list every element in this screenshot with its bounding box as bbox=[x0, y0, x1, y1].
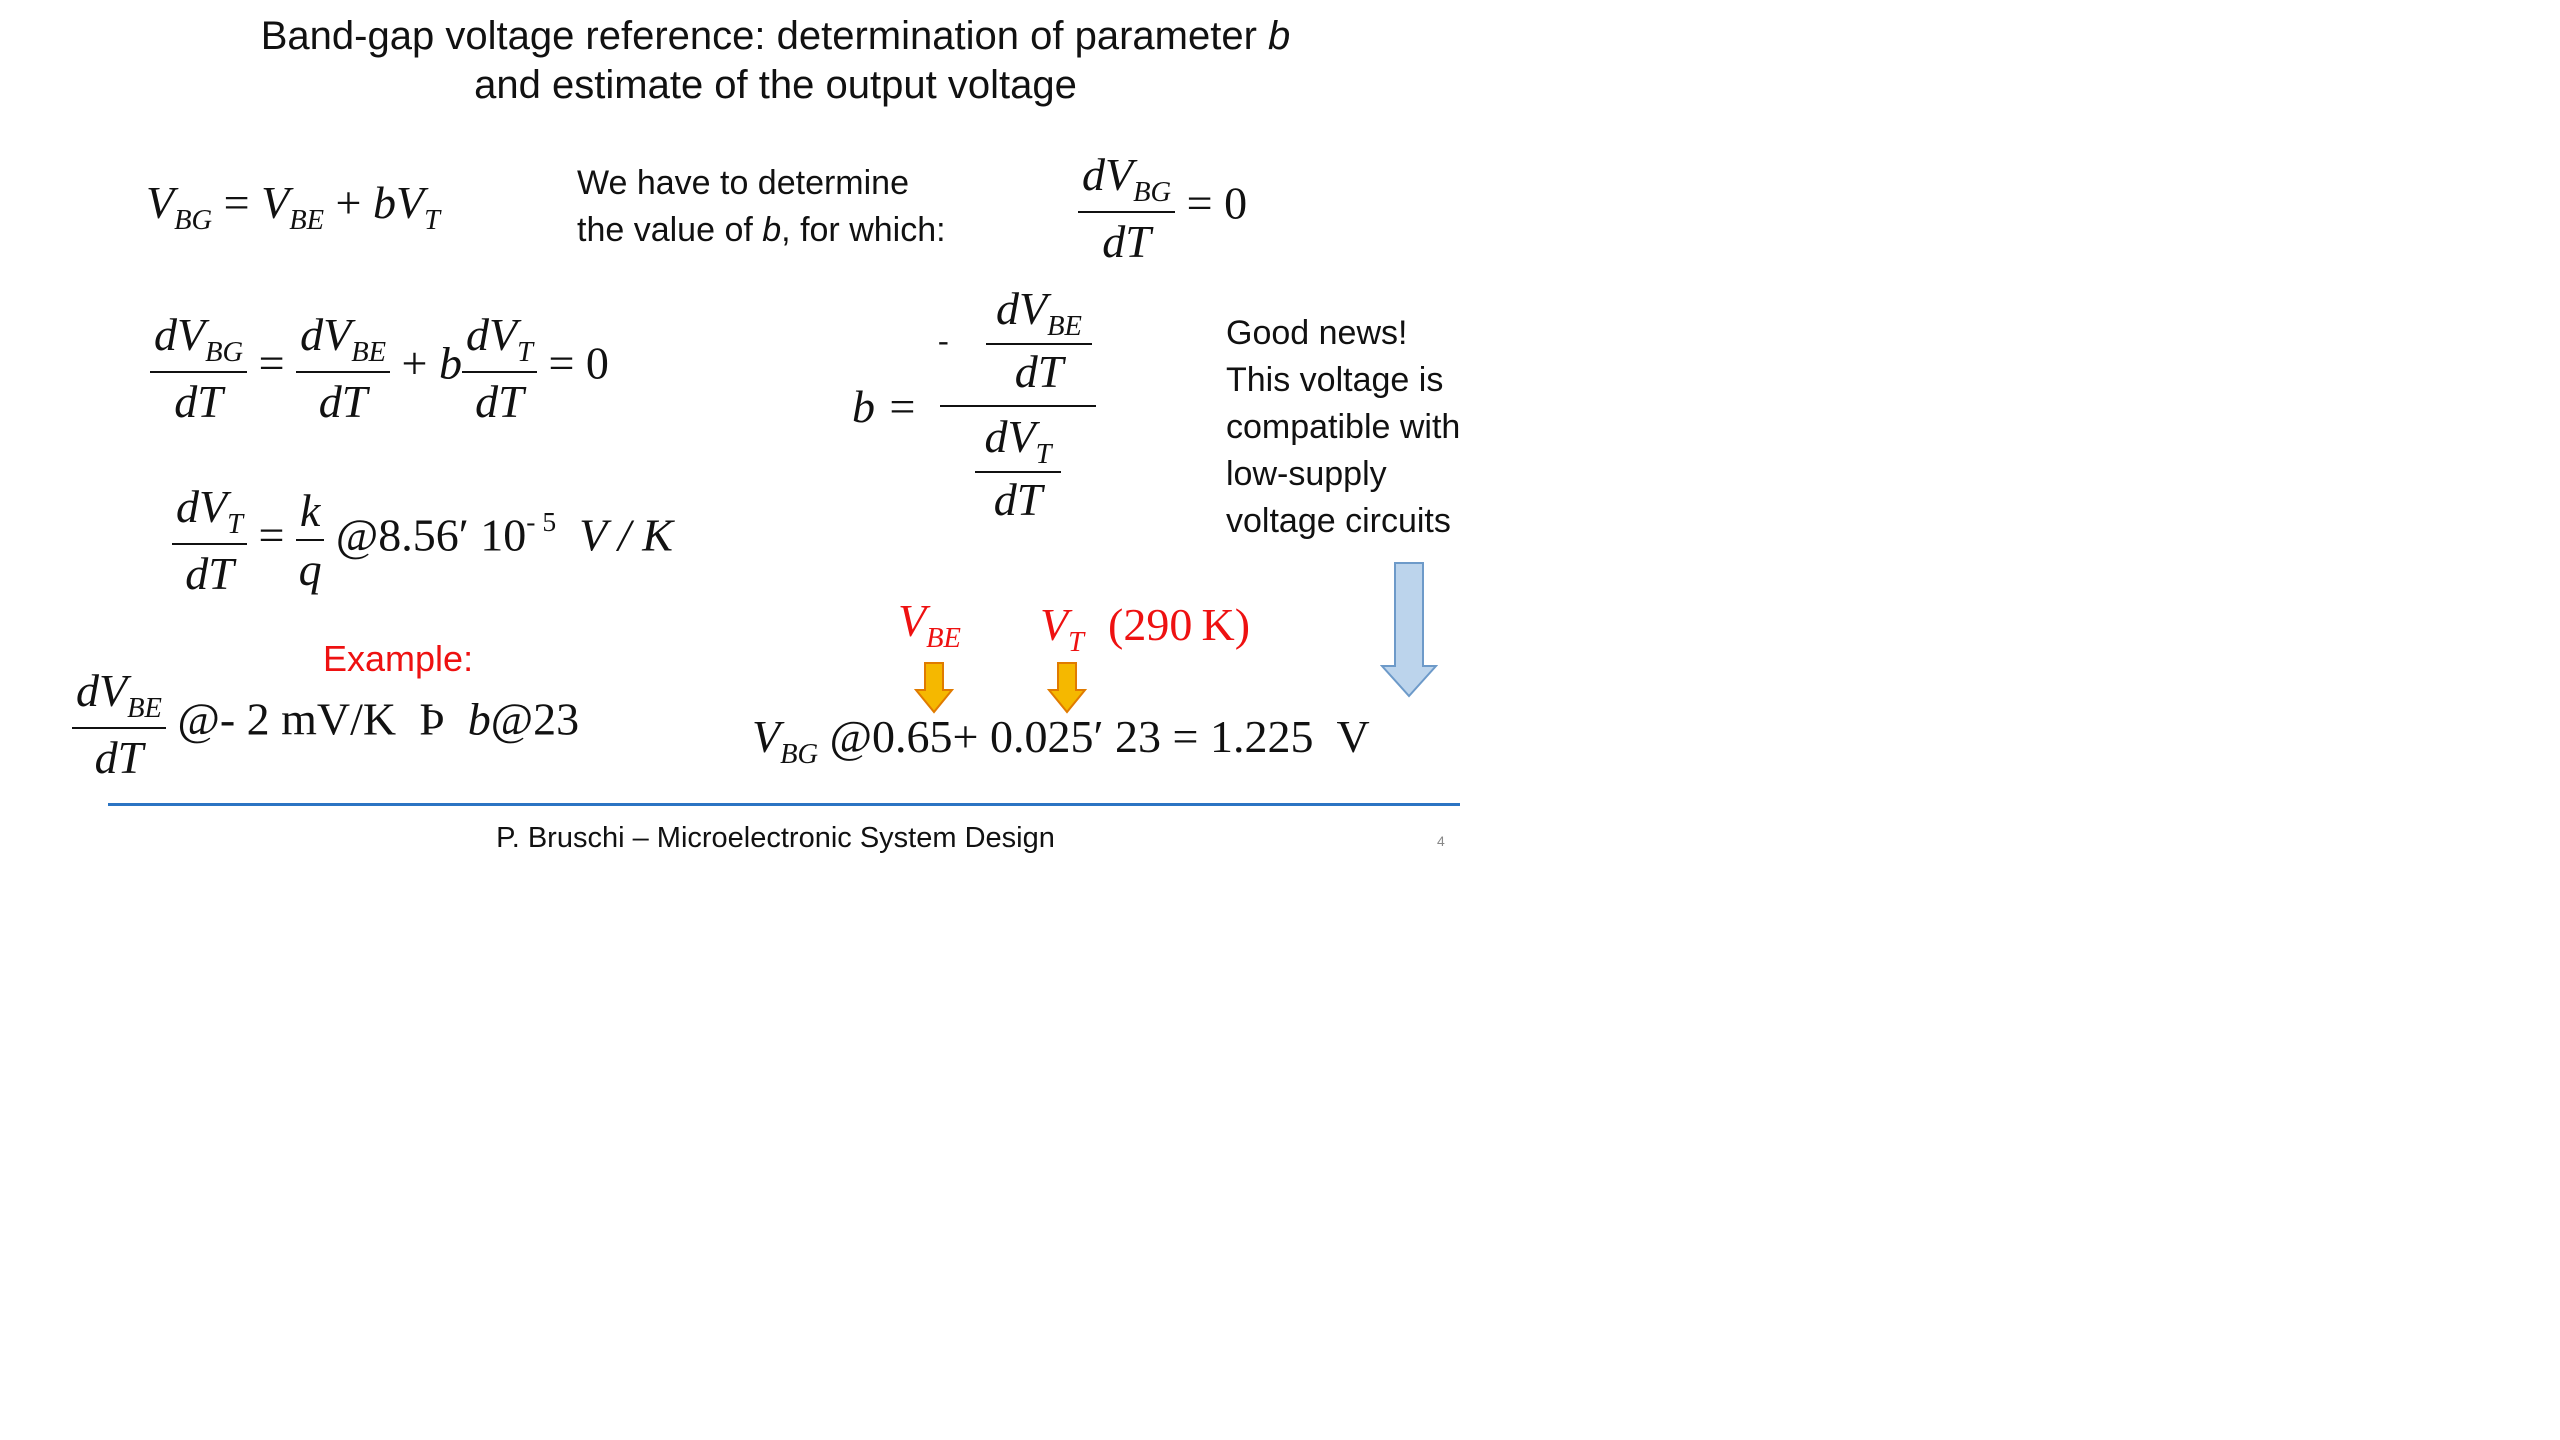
equation-vbg-definition: VBG = VBE + bVT bbox=[146, 177, 440, 236]
arrow-down-vbe-icon bbox=[914, 662, 954, 714]
equation-vbg-result: VBG @0.65+ 0.025′ 23 = 1.225 V bbox=[752, 711, 1370, 770]
footer-rule bbox=[108, 803, 1460, 806]
arrow-down-vt-icon bbox=[1047, 662, 1087, 714]
equation-b-denominator: dVT dT bbox=[975, 410, 1061, 526]
title-line2: and estimate of the output voltage bbox=[474, 63, 1077, 107]
determine-text: We have to determine the value of b, for… bbox=[577, 164, 946, 249]
good-news-note: Good news! This voltage is compatible wi… bbox=[1226, 314, 1461, 540]
equation-b-numerator: dVBE dT bbox=[986, 282, 1092, 398]
equation-b-main-fraction-bar bbox=[940, 405, 1096, 407]
footer-text: P. Bruschi – Microelectronic System Desi… bbox=[496, 822, 1055, 854]
arrow-down-large-icon bbox=[1380, 562, 1438, 698]
page-number: 4 bbox=[1437, 833, 1445, 849]
example-label: Example: bbox=[323, 638, 474, 679]
annotation-vbe: VBE bbox=[898, 595, 961, 654]
equation-b-minus: - bbox=[938, 322, 949, 358]
slide-title: Band-gap voltage reference: determinatio… bbox=[0, 12, 1551, 110]
annotation-temperature: (290 K) bbox=[1108, 599, 1251, 650]
title-var-b: b bbox=[1268, 14, 1291, 58]
equation-b-lhs: b = bbox=[852, 381, 918, 432]
annotation-vt: VT bbox=[1040, 599, 1084, 658]
title-line1: Band-gap voltage reference: determinatio… bbox=[260, 14, 1268, 58]
